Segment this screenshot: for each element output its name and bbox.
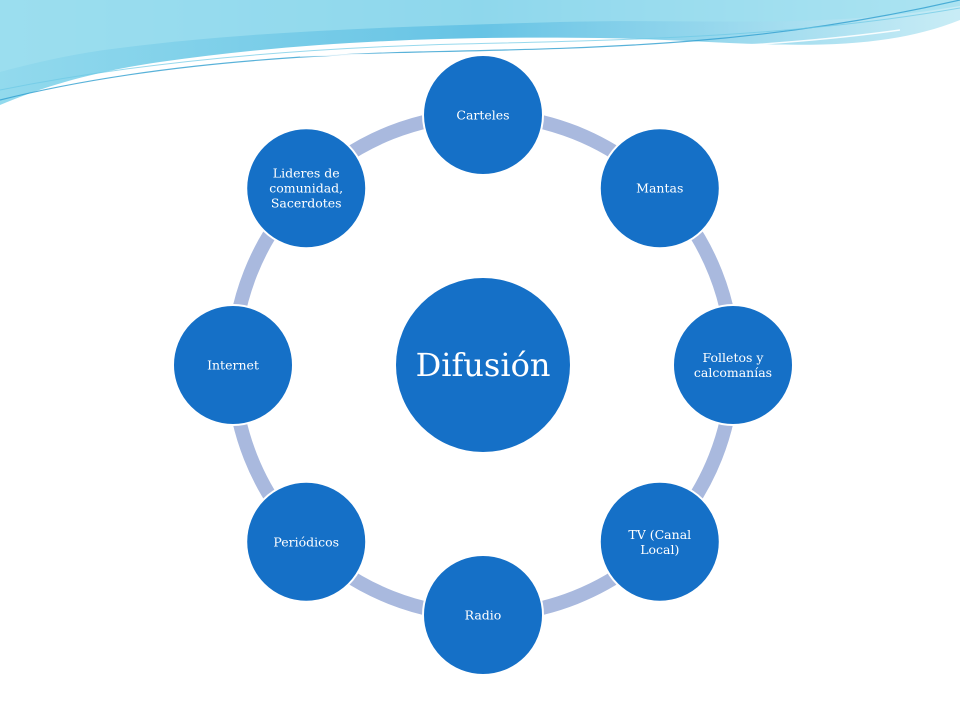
node-circle (245, 127, 368, 250)
node-circle (422, 54, 544, 176)
node-circle (598, 480, 721, 603)
node-internet: Internet (172, 304, 294, 426)
node-circle (598, 127, 721, 250)
node-carteles: Carteles (422, 54, 544, 176)
node-label: calcomanías (694, 365, 772, 380)
node-mantas: Mantas (598, 127, 721, 250)
center-circle (396, 278, 570, 452)
node-label: Local) (640, 542, 679, 557)
node-label: Periódicos (273, 534, 339, 549)
node-circle (172, 304, 294, 426)
node-radio: Radio (422, 554, 544, 676)
node-circle (245, 480, 368, 603)
node-label: Radio (465, 608, 502, 623)
node-label: Sacerdotes (271, 196, 342, 211)
node-label: Lideres de (273, 166, 340, 181)
node-label: Folletos y (703, 350, 765, 365)
node-label: Carteles (456, 108, 509, 123)
node-circle (422, 554, 544, 676)
center-label: Difusión (416, 346, 551, 384)
node-circle (672, 304, 794, 426)
node-periodicos: Periódicos (245, 480, 368, 603)
node-label: Mantas (636, 181, 683, 196)
node-label: Internet (207, 358, 259, 373)
node-label: TV (Canal (628, 527, 691, 542)
center-node: Difusión (396, 278, 570, 452)
node-label: comunidad, (269, 181, 343, 196)
